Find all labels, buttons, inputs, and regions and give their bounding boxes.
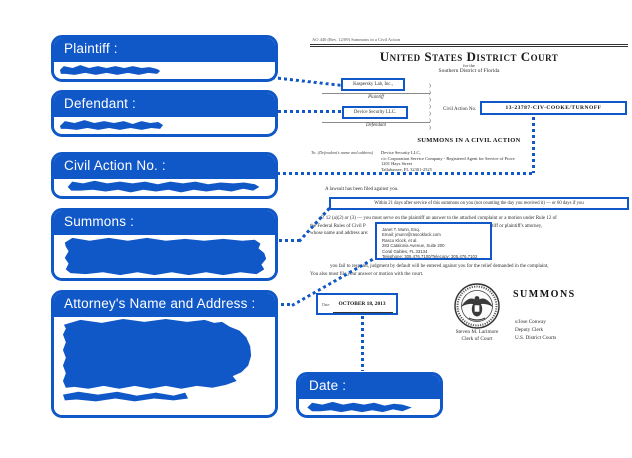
connector-summons-horizontal xyxy=(273,239,300,242)
defendant-caption: Defendant xyxy=(366,123,386,128)
callout-defendant-label: Defendant : xyxy=(54,93,275,117)
callout-civil-action: Civil Action No. : xyxy=(51,152,278,199)
within-21-days-highlight: Within 21 days after service of this sum… xyxy=(329,197,629,210)
form-number: AO 440 (Rev. 12/09) Summons in a Civil A… xyxy=(312,37,401,42)
fail-line-2: You also must file your answer or motion… xyxy=(310,271,424,277)
paren-column: ) ) ) ) ) ) ) xyxy=(429,84,431,131)
date-field-label: Date: xyxy=(322,303,331,307)
court-seal-icon xyxy=(454,283,500,329)
attorney-line: Telephone: 305.476.7100/Telecopy: 305.47… xyxy=(382,254,478,259)
to-line: Device Security LLC, xyxy=(381,150,421,155)
date-field-value: OCTOBER 18, 2013 xyxy=(338,301,386,307)
callout-civil-action-label: Civil Action No. : xyxy=(54,155,275,179)
connector-attorney-horizontal xyxy=(275,303,293,306)
date-field-highlight: Date: OCTOBER 18, 2013 xyxy=(316,293,398,315)
body-line-3-left: the Federal Rules of Civil P xyxy=(310,223,366,229)
callout-attorney: Attorney's Name and Address : xyxy=(51,290,278,418)
callout-plaintiff-label: Plaintiff : xyxy=(54,38,275,62)
clerk-name: Steven M. Larimore xyxy=(455,329,499,335)
callout-defendant: Defendant : xyxy=(51,90,278,137)
attorney-line: Email: jmunn@rascoklock.com xyxy=(382,232,441,237)
callout-date-label: Date : xyxy=(299,375,440,399)
callout-summons-label: Summons : xyxy=(54,211,275,235)
district-name: Southern District of Florida xyxy=(438,68,500,74)
attorney-line: Janet T. Munn, Esq. xyxy=(382,226,420,232)
to-line: 1201 Hays Street xyxy=(381,161,412,167)
defendant-name-highlight: Device Security LLC. xyxy=(342,106,408,119)
plaintiff-name-highlight: Kaspersky Lab, Inc., xyxy=(341,78,405,91)
redacted-scribble xyxy=(59,65,161,75)
civil-action-number: 13-23787-CIV-COOKE/TURNOFF xyxy=(505,105,602,111)
to-line: c/o Corporation Service Company - Regist… xyxy=(381,155,515,161)
to-line: Tallahassee, FL 32301-2525 xyxy=(381,166,432,172)
signature-line: s/Jose Conway xyxy=(515,319,546,325)
fail-line-1: you fail to respond, judgment by default… xyxy=(330,264,549,269)
redacted-scribble xyxy=(59,120,164,130)
connector-civil-action-horizontal xyxy=(277,172,535,175)
callout-attorney-label: Attorney's Name and Address : xyxy=(54,293,275,317)
court-title: United States District Court xyxy=(379,49,559,64)
connector-civil-action-vertical xyxy=(532,117,535,173)
summons-document: AO 440 (Rev. 12/09) Summons in a Civil A… xyxy=(308,30,632,458)
redacted-scribble xyxy=(307,401,412,413)
attorney-info-highlight: Janet T. Munn, Esq. Email: jmunn@rascokl… xyxy=(375,222,492,260)
summons-watermark: SUMMONS xyxy=(513,289,576,300)
connector-defendant xyxy=(272,110,342,113)
deputy-clerk-signature: s/Jose Conway Deputy Clerk U.S. District… xyxy=(515,318,556,342)
connector-date xyxy=(361,316,364,371)
for-the: for the xyxy=(463,63,475,68)
redacted-scribble xyxy=(62,318,252,402)
summons-section-title: SUMMONS IN A CIVIL ACTION xyxy=(417,137,521,144)
attorney-line: Rasco Klock, et al. xyxy=(382,237,418,243)
body-line-3-right: tiff or plaintiff's attorney, xyxy=(492,223,543,229)
callout-summons: Summons : xyxy=(51,208,278,281)
plaintiff-rule xyxy=(322,93,430,94)
redacted-scribble xyxy=(64,237,267,276)
signature-line: U.S. District Courts xyxy=(515,335,557,341)
plaintiff-caption: Plaintiff xyxy=(368,94,384,100)
callout-plaintiff: Plaintiff : xyxy=(51,35,278,82)
redacted-scribble xyxy=(67,180,260,193)
civil-action-number-highlight: 13-23787-CIV-COOKE/TURNOFF xyxy=(480,101,627,115)
body-line-2: P. 12 (a)(2) or (3) — you must serve on … xyxy=(321,216,557,221)
attorney-line: 283 Catalonia Avenue, Suite 200 xyxy=(382,243,445,248)
signature-line: Deputy Clerk xyxy=(515,327,544,333)
to-address: Device Security LLC, c/o Corporation Ser… xyxy=(381,150,515,172)
clerk-signature: Steven M. Larimore Clerk of Court xyxy=(444,329,510,343)
callout-date: Date : xyxy=(296,372,443,418)
defendant-rule xyxy=(322,121,430,123)
clerk-title: Clerk of Court xyxy=(461,336,493,342)
within-21-days-text: Within 21 days after service of this sum… xyxy=(374,201,584,206)
civil-action-label: Civil Action No. xyxy=(443,107,477,112)
header-rule xyxy=(310,44,628,47)
lawsuit-line: A lawsuit has been filed against you. xyxy=(325,187,399,192)
attorney-line: Coral Gables, FL 33134 xyxy=(382,248,428,254)
date-underline xyxy=(333,311,393,313)
defendant-name: Device Security LLC. xyxy=(353,110,397,115)
plaintiff-name: Kaspersky Lab, Inc., xyxy=(353,82,393,87)
body-line-4: whose name and address are: xyxy=(310,231,369,236)
to-label: To: (Defendant's name and address) xyxy=(311,150,374,155)
